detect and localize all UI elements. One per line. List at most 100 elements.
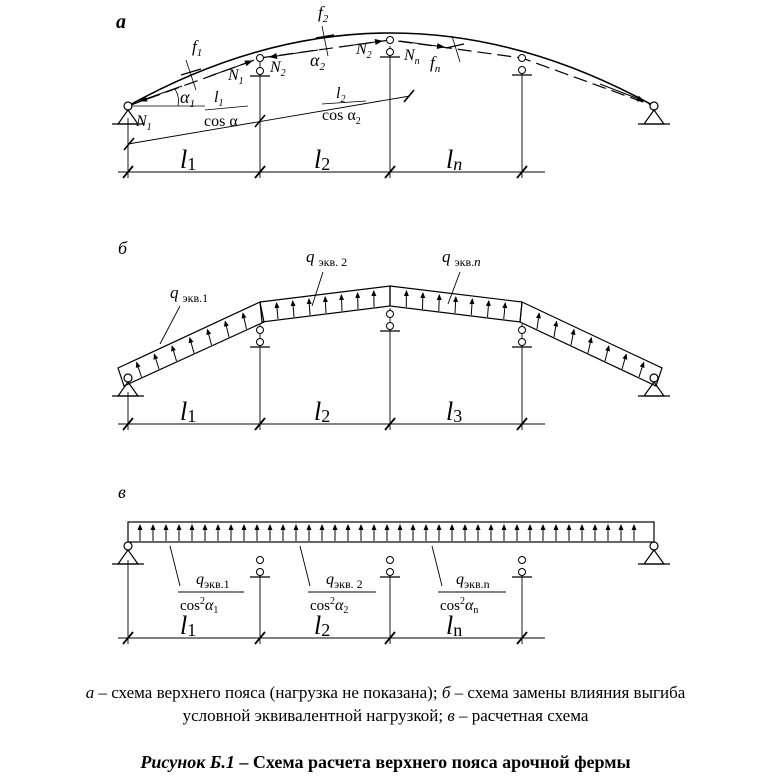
band-arrow-1 (153, 353, 160, 370)
tick-inc-3 (403, 89, 415, 103)
leader-q1 (159, 305, 181, 345)
f1-label: f1 (192, 37, 202, 59)
alpha1-arc (174, 88, 179, 107)
f1-tick (180, 68, 202, 76)
band-arrow-18 (469, 298, 475, 316)
span-a-1: l1 (180, 145, 196, 174)
band-arrow-2 (171, 345, 177, 362)
support-pin-left (112, 101, 144, 125)
dim-tick-a-3 (516, 165, 528, 179)
caption-b: б (441, 683, 451, 702)
dim-tick-a-2 (384, 165, 396, 179)
svg-text:cos2α2: cos2α2 (310, 596, 348, 616)
span-v-2: l2 (314, 611, 330, 640)
figure-title-text: – Схема расчета верхнего пояса арочной ф… (234, 752, 631, 772)
frac-bar-2 (321, 100, 367, 105)
svg-text:cos2αn: cos2αn (440, 596, 478, 616)
band-arrow-7 (274, 302, 280, 320)
band-arrow-25 (604, 345, 611, 362)
dim-tick-v-2 (384, 631, 396, 645)
leader-v1 (169, 545, 181, 587)
band-arrow-23 (570, 328, 576, 346)
n2-label-a: N2 (269, 59, 286, 79)
f2-mark (321, 25, 329, 57)
cos1-label: cos α (204, 113, 238, 130)
fn-label: fn (430, 53, 441, 75)
force-arrow-n1b (209, 60, 253, 77)
support-roller-b2 (380, 310, 400, 332)
force-arrow-nn (399, 40, 445, 50)
band-arrow-11 (339, 294, 345, 312)
force-arrow-tail (599, 83, 645, 102)
band-arrow-3 (188, 336, 195, 354)
band-arrow-22 (553, 320, 559, 338)
support-roller-b3 (512, 326, 532, 348)
span-b-1: l1 (180, 397, 196, 426)
band-arrow-20 (502, 302, 508, 320)
span-b-2: l2 (314, 397, 330, 426)
band-arrow-6 (241, 312, 247, 330)
figure-title: Рисунок Б.1 – Схема расчета верхнего поя… (0, 752, 771, 773)
caption-line-1: а – схема верхнего пояса (нагрузка не по… (0, 682, 771, 704)
panel-b-label: б (118, 238, 128, 258)
panel-b: б (112, 238, 670, 431)
support-roller-v2 (380, 556, 400, 578)
band-arrow-17 (453, 296, 459, 314)
caption-v: в (447, 706, 455, 725)
dim-tick-b-1 (254, 417, 266, 431)
n2-label-b: N2 (355, 41, 372, 61)
svg-text:qэкв.n: qэкв.n (456, 571, 490, 591)
force-arrow-n2 (269, 49, 319, 59)
fn-mark (451, 35, 461, 63)
band-arrow-19 (485, 300, 491, 318)
svg-text:cos2α1: cos2α1 (180, 596, 218, 616)
tick-inc-1 (123, 137, 135, 151)
cos2-label: cos α2 (322, 107, 361, 127)
flat-load-arrows (137, 524, 637, 541)
support-pin-right-v (638, 541, 670, 565)
band-arrow-26 (621, 353, 628, 370)
caption-text-4: – расчетная схема (454, 706, 589, 725)
dim-tick-a-1 (254, 165, 266, 179)
band-arrow-4 (206, 328, 212, 346)
load-label-v2: qэкв. 2 cos2α2 (308, 571, 376, 616)
l2-num: l2 (336, 85, 345, 105)
alpha2-label: α2 (310, 50, 325, 73)
load-label-v1: qэкв.1 cos2α1 (178, 571, 244, 616)
f2-tick (315, 34, 335, 39)
band-arrow-8 (290, 300, 296, 318)
n1-label-a: N1 (135, 113, 152, 133)
support-pin-left-b (112, 373, 144, 397)
panel-a-label: а (116, 11, 126, 33)
band-arrow-21 (535, 312, 541, 330)
dim-tick-b-2 (384, 417, 396, 431)
nn-label: Nn (403, 47, 420, 67)
band-arrow-5 (223, 320, 230, 338)
dim-tick-b-0 (122, 417, 134, 431)
dim-tick-a-0 (122, 165, 134, 179)
inclined-chord (127, 95, 411, 145)
support-pin-right-b (638, 373, 670, 397)
caption-text-3: условной эквивалентной нагрузкой; (182, 706, 448, 725)
f2-label: f2 (318, 3, 329, 25)
span-v-3: ln (446, 611, 462, 640)
support-roller-v1 (250, 556, 270, 578)
band-arrow-10 (322, 296, 328, 314)
caption-line-2: условной эквивалентной нагрузкой; в – ра… (0, 705, 771, 727)
leader-v2 (299, 545, 311, 587)
arch-curve (127, 32, 655, 107)
span-a-2: l2 (314, 145, 330, 174)
svg-text:qэкв.1: qэкв.1 (196, 571, 230, 591)
support-roller-b1 (250, 326, 270, 348)
band-arrows (135, 290, 645, 378)
dim-tick-v-3 (516, 631, 528, 645)
fn-tick (445, 43, 465, 49)
support-roller-1 (250, 54, 270, 77)
n1-label-b: N1 (227, 67, 244, 87)
support-roller-2 (380, 36, 400, 58)
alpha1-label: α1 (180, 87, 195, 110)
leader-v3 (431, 545, 443, 587)
frac-bar-1 (204, 105, 249, 111)
